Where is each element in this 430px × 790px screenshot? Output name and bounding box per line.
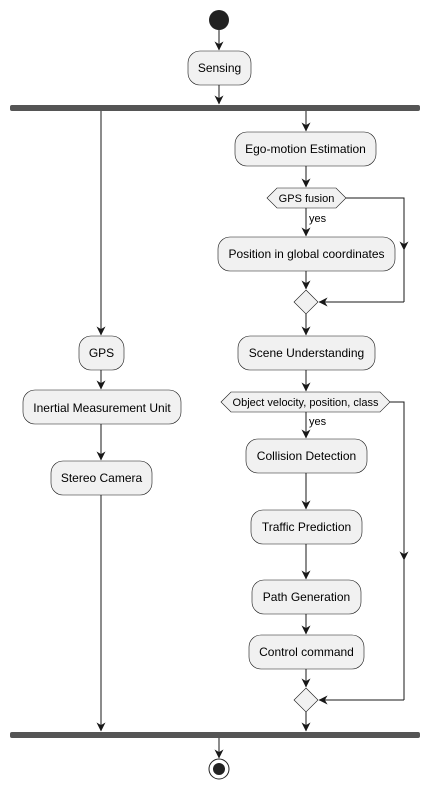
activity-traffic-prediction: Traffic Prediction	[250, 509, 363, 545]
activity-control-command-label: Control command	[259, 645, 354, 659]
guard-yes-object: yes	[309, 416, 327, 428]
activity-ego-motion: Ego-motion Estimation	[234, 131, 377, 167]
decision-object-info-label: Object velocity, position, class	[233, 397, 379, 409]
activity-position-global-label: Position in global coordinates	[228, 247, 384, 261]
activity-stereo-camera-label: Stereo Camera	[61, 471, 143, 485]
end-node	[208, 758, 230, 780]
activity-scene-understanding: Scene Understanding	[237, 335, 376, 371]
activity-traffic-prediction-label: Traffic Prediction	[262, 520, 351, 534]
activity-position-global: Position in global coordinates	[217, 236, 396, 272]
activity-path-generation-label: Path Generation	[263, 590, 350, 604]
edge-gps-fusion-else	[346, 197, 409, 251]
merge-gps-fusion	[293, 289, 319, 315]
activity-gps: GPS	[78, 335, 125, 371]
start-node	[209, 10, 229, 30]
activity-stereo-camera: Stereo Camera	[50, 460, 153, 496]
activity-gps-label: GPS	[89, 346, 114, 360]
activity-scene-understanding-label: Scene Understanding	[249, 346, 364, 360]
decision-gps-fusion: GPS fusion	[266, 187, 347, 209]
activity-path-generation: Path Generation	[251, 579, 362, 615]
decision-gps-fusion-label: GPS fusion	[279, 193, 335, 205]
activity-sensing-label: Sensing	[198, 61, 241, 75]
fork-bar	[10, 105, 420, 111]
activity-collision-detection-label: Collision Detection	[257, 449, 356, 463]
activity-imu: Inertial Measurement Unit	[22, 389, 182, 425]
activity-ego-motion-label: Ego-motion Estimation	[245, 142, 366, 156]
join-bar	[10, 732, 420, 738]
decision-object-info: Object velocity, position, class	[220, 391, 391, 413]
activity-control-command: Control command	[248, 634, 365, 670]
guard-yes-gps: yes	[309, 213, 327, 225]
edge-object-info-else	[390, 401, 409, 561]
merge-object-info	[293, 687, 319, 713]
activity-imu-label: Inertial Measurement Unit	[33, 401, 171, 415]
activity-sensing: Sensing	[187, 50, 252, 86]
activity-collision-detection: Collision Detection	[245, 438, 368, 474]
